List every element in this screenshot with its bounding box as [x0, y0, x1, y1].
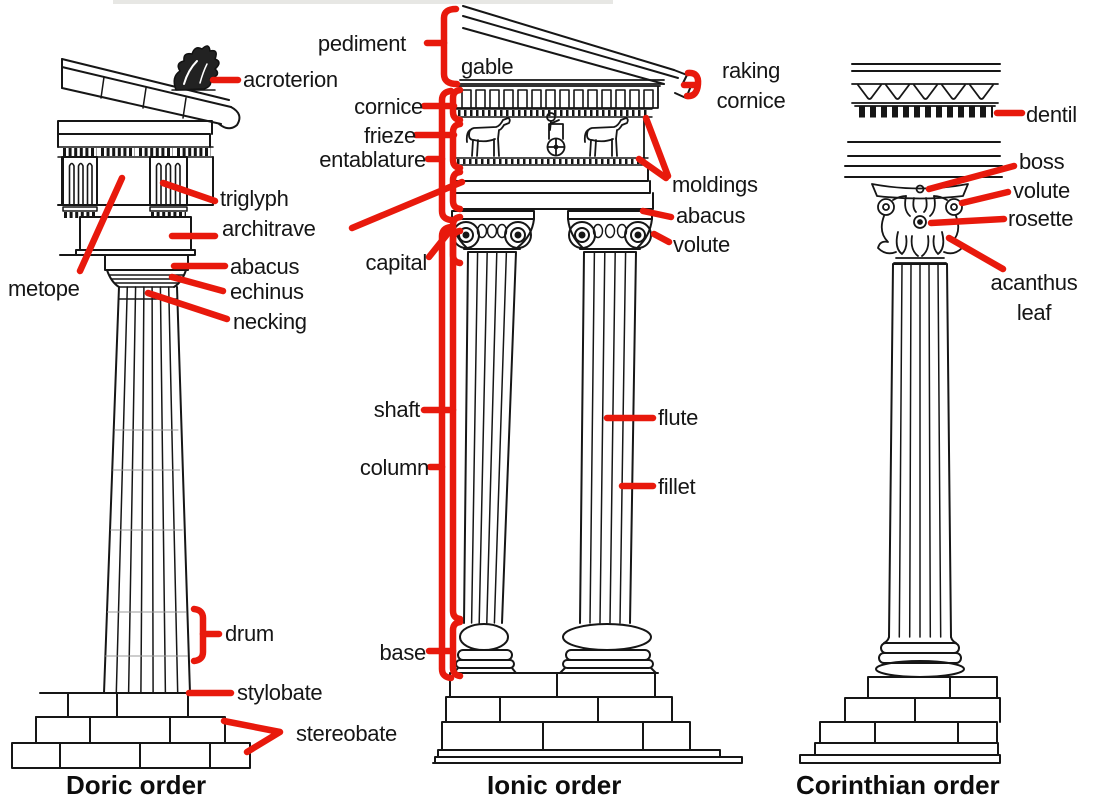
- echinus-leader: [168, 273, 227, 295]
- horse-figure: [465, 117, 511, 157]
- label-acroterion: acroterion: [243, 67, 338, 92]
- architrave-bracket: [449, 168, 464, 213]
- dentil-row: [854, 105, 996, 118]
- moldings-leader-upper: [642, 114, 672, 180]
- label-flute: flute: [658, 405, 699, 430]
- frieze-relief: [465, 112, 645, 159]
- caption-corinthian-order: Corinthian order: [796, 770, 1000, 800]
- label-frieze: frieze: [364, 123, 416, 148]
- label-necking: necking: [233, 309, 307, 334]
- label-base: base: [379, 640, 426, 665]
- frieze-bracket: [449, 120, 464, 172]
- acroterion-sculpture: [171, 45, 220, 91]
- label-boss: boss: [1019, 149, 1065, 174]
- label-cornice: cornice: [354, 94, 423, 119]
- leaf-cyma-band: [851, 83, 999, 104]
- rosette-flower: [913, 215, 927, 229]
- caption-ionic-order: Ionic order: [487, 770, 622, 800]
- label-raking-cornice: raking cornice: [716, 58, 786, 113]
- label-volute-ionic: volute: [673, 232, 730, 257]
- chariot-figure: [546, 112, 566, 157]
- metope-leader: [76, 174, 126, 275]
- doric-shaft: [103, 286, 191, 694]
- column-bracket: [438, 223, 455, 682]
- label-stereobate: stereobate: [296, 721, 397, 746]
- label-moldings: moldings: [672, 172, 758, 197]
- volute-leader-corinthian: [958, 188, 1012, 207]
- ionic-shaft-right: [579, 251, 637, 624]
- label-capital: capital: [365, 250, 428, 275]
- corinthian-shaft: [888, 263, 952, 638]
- acanthus-leaf-leader: [945, 234, 1007, 273]
- cornice-beak: [218, 106, 241, 130]
- shaft-bracket: [449, 227, 464, 623]
- boss-knob: [915, 184, 925, 194]
- doric-drawing: [11, 45, 251, 769]
- corinthian-steps: [799, 676, 1001, 764]
- ionic-steps: [432, 672, 743, 764]
- label-pediment: pediment: [317, 31, 406, 56]
- ionic-capital-left: [451, 210, 535, 250]
- moldings-leader-lower: [635, 155, 670, 182]
- caption-doric-order: Doric order: [66, 770, 207, 800]
- architrave-leader-ionic: [348, 178, 466, 232]
- label-dentil: dentil: [1026, 102, 1077, 127]
- label-volute-corinthian: volute: [1013, 178, 1070, 203]
- label-echinus: echinus: [230, 279, 304, 304]
- stereobate-leader: [220, 717, 284, 756]
- ionic-drawing: [432, 5, 743, 764]
- mutule-band: [454, 85, 661, 109]
- label-architrave: architrave: [222, 216, 316, 241]
- ionic-capital-right: [567, 210, 653, 250]
- triglyph-leader: [159, 179, 219, 205]
- capital-leader: [425, 223, 457, 261]
- label-metope: metope: [8, 276, 80, 301]
- label-abacus-doric: abacus: [230, 254, 300, 279]
- ionic-architrave: [454, 164, 654, 210]
- label-acanthus-leaf: acanthus leaf: [990, 270, 1078, 325]
- label-column: column: [359, 455, 429, 480]
- volute-leader-ionic: [650, 230, 673, 246]
- ionic-pediment: [459, 5, 692, 99]
- leader-lines: [76, 5, 1026, 756]
- label-rosette: rosette: [1008, 206, 1074, 231]
- horse-figure: [583, 117, 629, 157]
- corinthian-base: [874, 636, 966, 678]
- rosette-leader: [927, 215, 1008, 227]
- abacus-leader-ionic: [639, 207, 675, 221]
- necking-leader: [144, 289, 231, 323]
- cornice-bracket: [449, 86, 464, 124]
- ionic-shaft-left: [463, 251, 517, 624]
- label-entablature: entablature: [319, 147, 426, 172]
- cornice-lines: [851, 63, 1001, 72]
- doric-capital: [104, 254, 189, 300]
- label-stylobate: stylobate: [237, 680, 323, 705]
- architrave-lines: [844, 141, 1003, 178]
- corinthian-drawing: [799, 63, 1003, 764]
- label-fillet: fillet: [658, 474, 696, 499]
- doric-steps: [11, 692, 251, 769]
- ionic-base-right: [557, 623, 659, 674]
- entablature-bracket: [438, 87, 455, 224]
- label-drum: drum: [225, 621, 274, 646]
- label-shaft: shaft: [373, 397, 421, 422]
- triglyph-blocks: [57, 156, 214, 218]
- pediment-bracket: [440, 5, 461, 88]
- label-triglyph: triglyph: [220, 186, 289, 211]
- label-gable: gable: [461, 54, 514, 79]
- scan-edge-artifact: [113, 0, 613, 4]
- ionic-base-left: [451, 623, 519, 674]
- doric-architrave: [59, 216, 196, 256]
- label-abacus-ionic: abacus: [676, 203, 746, 228]
- boss-leader: [925, 162, 1018, 193]
